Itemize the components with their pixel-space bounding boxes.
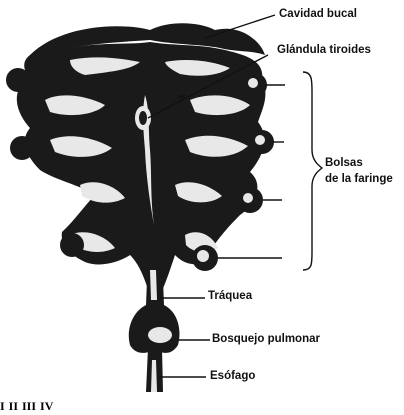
label-esofago: Esófago xyxy=(210,371,255,383)
pharynx-diagram: Cavidad bucal Glándula tiroides er I II … xyxy=(0,0,404,392)
label-bosquejo-pulmonar: Bosquejo pulmonar xyxy=(212,334,320,346)
bolsas-brace xyxy=(303,72,322,270)
label-inner-mark: er xyxy=(178,93,186,101)
pouch-knob-left-II xyxy=(10,136,34,160)
label-bolsas-line1: Bolsas xyxy=(325,158,363,170)
label-pouch-IV: IV xyxy=(40,399,53,413)
label-bolsas-line2: de la faringe xyxy=(325,174,393,186)
lung-bud-highlight xyxy=(148,327,172,343)
pharynx-illustration xyxy=(0,0,404,392)
pouch-knob-left-IV xyxy=(60,233,84,257)
label-pouch-I: I xyxy=(0,399,5,413)
label-traquea: Tráquea xyxy=(208,291,252,303)
label-cavidad-bucal: Cavidad bucal xyxy=(279,9,357,21)
label-pouch-II: II xyxy=(9,399,18,413)
pouch-knob-left-I xyxy=(6,68,30,92)
pharynx-central-mass xyxy=(17,42,266,295)
label-glandula-tiroides: Glándula tiroides xyxy=(277,45,371,57)
label-pouch-III: III xyxy=(22,399,36,413)
